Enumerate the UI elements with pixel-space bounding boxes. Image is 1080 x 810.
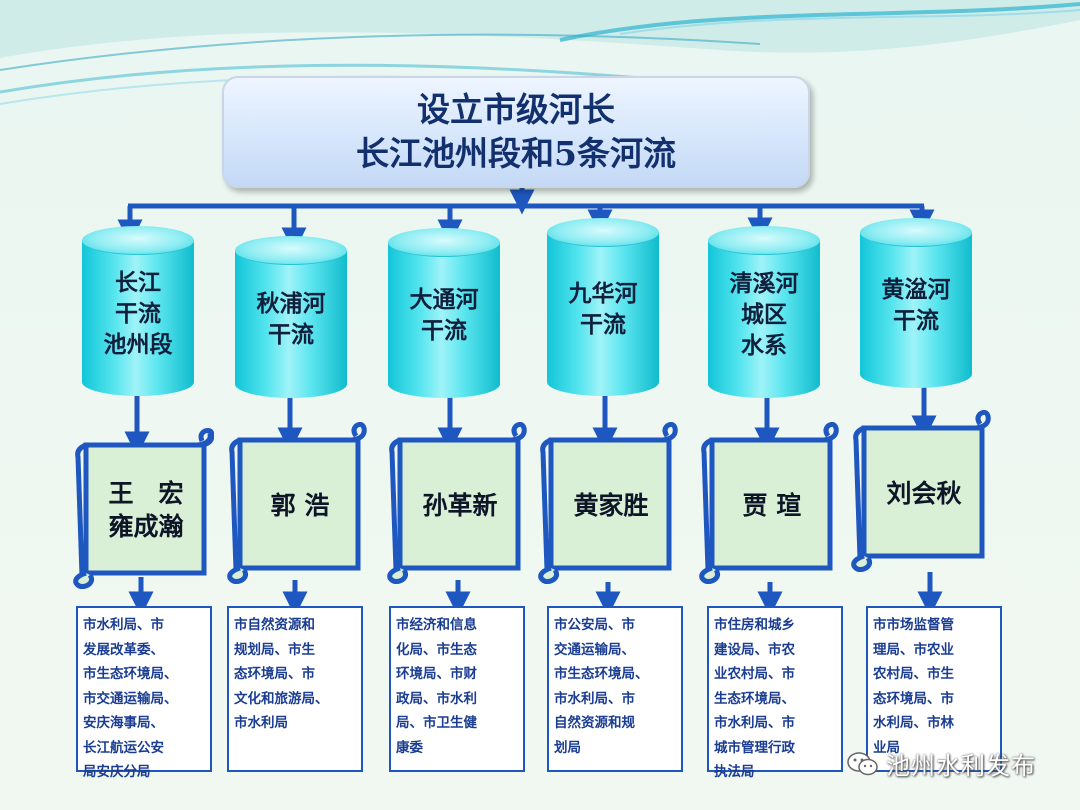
chief-name: 孙革新 [422,490,498,520]
river-cylinder-3: 大通河 干流 [388,228,500,398]
title-box: 设立市级河长 长江池州段和5条河流 [222,76,810,188]
watermark-text: 池州水利发布 [886,752,1036,780]
chief-scroll-5: 贾 瑄 [698,422,840,584]
river-name: 秋浦河 干流 [256,290,326,348]
chief-scroll-3: 孙革新 [386,422,528,584]
river-name: 长江 干流 池州段 [103,268,173,358]
chief-scroll-4: 黄家胜 [537,422,679,584]
chief-name: 郭 浩 [270,490,330,520]
departments-box-3: 市经济和信息 化局、市生态 环境局、市财 政局、市水利 局、市卫生健 康委 [389,606,525,772]
river-name: 九华河 干流 [568,280,638,338]
chief-scroll-6: 刘会秋 [850,410,992,572]
title-line-2: 长江池州段和5条河流 [356,134,676,173]
watermark: 池州水利发布 [846,746,1036,781]
title-line-1: 设立市级河长 [417,90,615,129]
river-cylinder-5: 清溪河 城区 水系 [708,226,820,398]
river-name: 黄湓河 干流 [881,276,951,334]
river-cylinder-2: 秋浦河 干流 [235,236,347,398]
river-name: 清溪河 城区 水系 [729,269,799,359]
wave-decoration [0,0,1080,105]
chief-name: 刘会秋 [886,478,962,508]
river-cylinder-1: 长江 干流 池州段 [82,226,194,396]
departments-box-1: 市水利局、市 发展改革委、 市生态环境局、 市交通运输局、 安庆海事局、 长江航… [76,606,212,780]
departments-box-6: 市市场监督管 理局、市农业 农村局、市生 态环境局、市 水利局、市林 业局 [866,606,1002,772]
river-name: 大通河 干流 [409,286,479,344]
chief-scroll-2: 郭 浩 [226,422,368,584]
chief-name: 黄家胜 [573,490,649,520]
departments-box-2: 市自然资源和 规划局、市生 态环境局、市 文化和旅游局、 市水利局 [227,606,363,772]
river-cylinder-4: 九华河 干流 [547,218,659,396]
river-cylinder-6: 黄湓河 干流 [860,218,972,388]
chief-name: 王 宏 雍成瀚 [108,479,184,541]
departments-box-4: 市公安局、市 交通运输局、 市生态环境局、 市水利局、市 自然资源和规 划局 [547,606,683,772]
departments-box-5: 市住房和城乡 建设局、市农 业农村局、市 生态环境局、 市水利局、市 城市管理行… [707,606,843,780]
chief-name: 贾 瑄 [742,490,802,520]
chief-scroll-1: 王 宏 雍成瀚 [72,427,214,589]
wechat-icon [846,750,880,778]
